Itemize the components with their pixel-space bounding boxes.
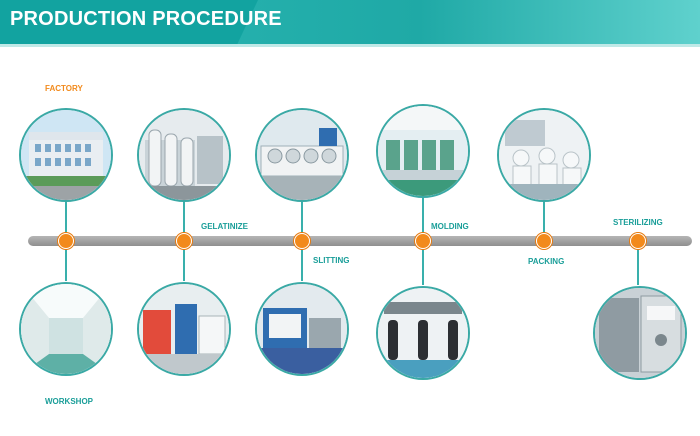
photo-gelatinize xyxy=(137,108,231,202)
photo-workshop xyxy=(19,282,113,376)
connector-molding-top xyxy=(422,192,424,241)
timeline-node-packing xyxy=(536,233,552,249)
banner-stripe xyxy=(0,44,700,47)
connector-sterilizing-bottom xyxy=(637,241,639,285)
photo-workshop-molding xyxy=(376,286,470,380)
timeline-node-factory xyxy=(58,233,74,249)
photo-molding xyxy=(376,104,470,198)
timeline-node-molding xyxy=(415,233,431,249)
connector-factory xyxy=(65,196,67,241)
connector-gelatinize-top xyxy=(183,195,185,241)
connector-molding-bottom xyxy=(422,241,424,285)
label-slitting: SLITTING xyxy=(313,256,350,265)
connector-slitting-bottom xyxy=(301,241,303,281)
label-packing: PACKING xyxy=(528,257,565,266)
timeline-node-sterilizing xyxy=(630,233,646,249)
timeline-bar xyxy=(28,236,692,246)
photo-sterilizing xyxy=(593,286,687,380)
photo-packing xyxy=(497,108,591,202)
label-molding: MOLDING xyxy=(431,222,469,231)
label-factory: FACTORY xyxy=(45,84,83,93)
label-sterilizing: STERILIZING xyxy=(613,218,663,227)
connector-slitting-top xyxy=(301,196,303,241)
label-gelatinize: GELATINIZE xyxy=(201,222,248,231)
timeline-node-gelatinize xyxy=(176,233,192,249)
label-workshop: WORKSHOP xyxy=(45,397,93,406)
connector-gelatinize-bottom xyxy=(183,241,185,281)
photo-workshop-gelatinize xyxy=(137,282,231,376)
timeline-node-slitting xyxy=(294,233,310,249)
page-title: PRODUCTION PROCEDURE xyxy=(10,8,282,30)
connector-workshop xyxy=(65,241,67,281)
header-banner: PRODUCTION PROCEDURE xyxy=(0,0,700,44)
photo-workshop-slitting xyxy=(255,282,349,376)
title-tab xyxy=(0,0,258,44)
photo-slitting xyxy=(255,108,349,202)
connector-packing-top xyxy=(543,196,545,241)
photo-factory xyxy=(19,108,113,202)
